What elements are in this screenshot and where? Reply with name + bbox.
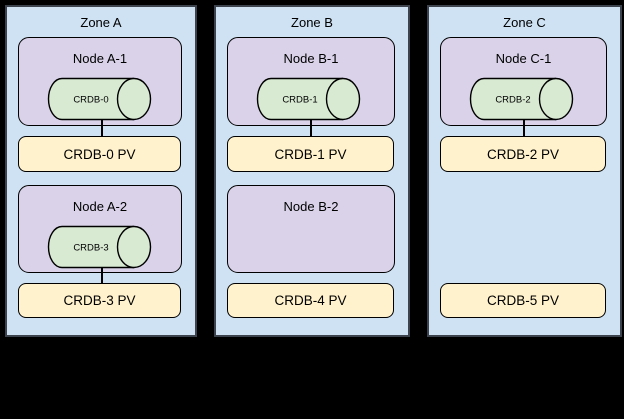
crdb-0-pod-cylinder: CRDB-0 <box>45 77 152 121</box>
node-b1-title: Node B-1 <box>283 51 339 66</box>
crdb-1-pv-box: CRDB-1 PV <box>227 136 394 172</box>
crdb-5-pv-box: CRDB-5 PV <box>440 283 606 318</box>
node-b2-title: Node B-2 <box>283 199 339 214</box>
crdb-3-pod-cylinder: CRDB-3 <box>45 225 152 269</box>
node-b2-box: Node B-2 <box>227 185 395 273</box>
zone-c-container: Zone C Node C-1 CRDB-2 CRDB-2 PV CRDB-5 … <box>427 5 622 337</box>
node-c1-title: Node C-1 <box>495 51 552 66</box>
crdb-2-pod-label: CRDB-2 <box>495 95 530 106</box>
zone-a-container: Zone A Node A-1 CRDB-0 CRDB-0 PV Node A-… <box>5 5 197 337</box>
pod-to-pv-connector <box>310 119 312 137</box>
zone-c-title: Zone C <box>503 15 546 30</box>
pod-to-pv-connector <box>523 119 525 137</box>
crdb-1-pod-cylinder: CRDB-1 <box>254 77 361 121</box>
crdb-1-pod-label: CRDB-1 <box>282 95 317 106</box>
zone-b-container: Zone B Node B-1 CRDB-1 CRDB-1 PV Node B-… <box>214 5 410 337</box>
node-a1-title: Node A-1 <box>72 51 128 66</box>
crdb-3-pod-label: CRDB-3 <box>73 243 108 254</box>
pod-to-pv-connector <box>101 119 103 137</box>
cylinder-icon: CRDB-3 <box>47 225 152 269</box>
node-a2-title: Node A-2 <box>72 199 128 214</box>
crdb-2-pod-cylinder: CRDB-2 <box>467 77 574 121</box>
pod-to-pv-connector <box>101 267 103 284</box>
crdb-3-pv-box: CRDB-3 PV <box>18 283 181 318</box>
crdb-0-pv-box: CRDB-0 PV <box>18 136 181 172</box>
crdb-0-pod-label: CRDB-0 <box>73 95 108 106</box>
zone-a-title: Zone A <box>80 15 122 30</box>
crdb-2-pv-box: CRDB-2 PV <box>440 136 606 172</box>
zone-b-title: Zone B <box>291 15 333 30</box>
cylinder-icon: CRDB-1 <box>256 77 361 121</box>
cylinder-icon: CRDB-2 <box>469 77 574 121</box>
cylinder-icon: CRDB-0 <box>47 77 152 121</box>
crdb-4-pv-box: CRDB-4 PV <box>227 283 394 318</box>
